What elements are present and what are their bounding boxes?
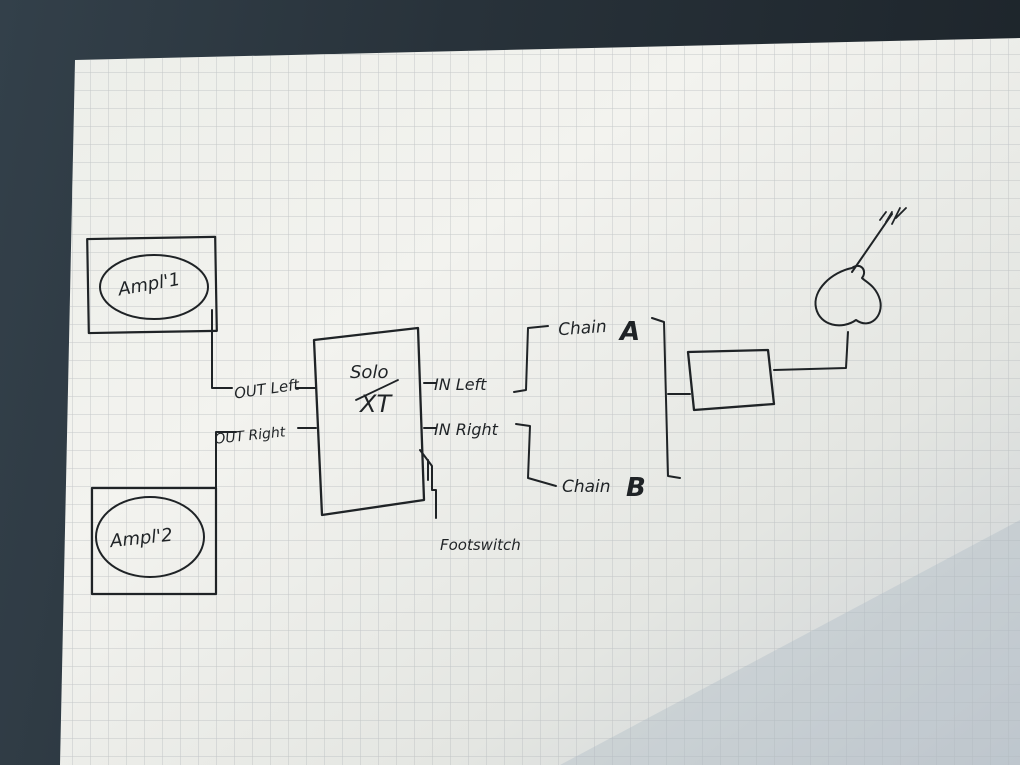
in-right-label: IN Right	[434, 420, 499, 439]
chain-b-letter: B	[626, 473, 646, 503]
chain-bracket	[513, 325, 557, 487]
solo-output-wires	[419, 382, 437, 519]
guitar-cable	[773, 331, 849, 371]
amp1-label: Ampl'1	[116, 269, 182, 301]
chain-a-letter: A	[618, 317, 640, 347]
ady-unit	[686, 348, 776, 412]
chain-a-label: Chain	[558, 317, 608, 340]
solo-model: XT	[358, 390, 393, 418]
solo-title: Solo	[350, 362, 388, 383]
chain-a: Chain A	[558, 317, 641, 347]
solo-xt-unit: Solo XT	[312, 326, 426, 517]
chain-b-label: Chain	[562, 477, 611, 497]
amp2-label: Ampl'2	[108, 525, 174, 553]
out-left-label: OUT Left	[233, 375, 301, 402]
guitar-icon	[814, 207, 907, 327]
chain-b: Chain B	[562, 473, 646, 503]
footswitch-label: Footswitch	[440, 536, 521, 554]
chains-to-ady-wires	[651, 317, 691, 479]
amp-wires	[211, 309, 317, 491]
out-right-label: OUT Right	[214, 424, 287, 447]
amp1-box: Ampl'1	[86, 235, 218, 335]
amp2-box: Ampl'2	[90, 486, 218, 596]
in-left-label: IN Left	[434, 375, 487, 394]
